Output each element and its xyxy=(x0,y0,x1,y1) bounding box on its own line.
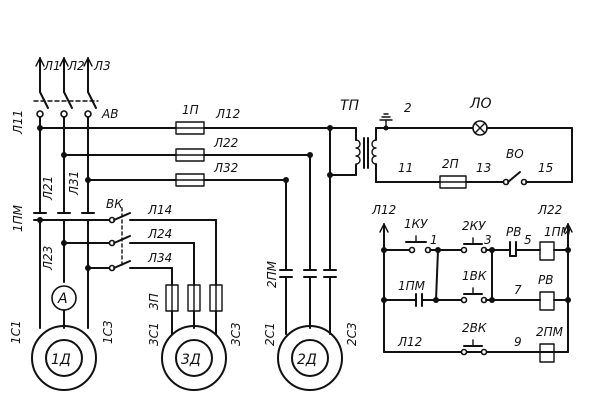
ctrl-contact-1pm: 1ПМ xyxy=(398,279,426,293)
coil-1pm xyxy=(539,241,555,261)
contactor-1pm: 1ПМ xyxy=(11,204,95,232)
label-2pm: 2ПМ xyxy=(265,260,279,288)
motor-1d: 1Д 1С1 1С3 xyxy=(9,320,115,391)
motor3-c1: 3С1 xyxy=(147,322,161,346)
label-2p: 2П xyxy=(442,157,459,171)
ctrl-node7: 7 xyxy=(514,283,522,297)
ammeter-label: A xyxy=(57,291,68,307)
fuses-3p: 3П xyxy=(147,284,223,335)
label-l2: Л2 xyxy=(67,59,85,73)
ctrl-rv-contact: РВ xyxy=(506,225,521,239)
label-node2: 2 xyxy=(404,101,412,115)
control-circuit: Л12 Л22 Л12 1КУ 1 2КУ 3 РВ 5 xyxy=(371,203,573,363)
lighting-circuit: ЛО 2П 13 ВО 15 xyxy=(439,96,573,189)
motor2-c1: 2С1 xyxy=(263,322,277,346)
label-vo: ВО xyxy=(506,147,524,161)
coil-2pm xyxy=(539,343,555,363)
label-node13: 13 xyxy=(476,161,491,175)
contactor-2pm: 2ПМ xyxy=(265,260,337,335)
label-av: АВ xyxy=(101,107,118,121)
motor3-label: 3Д xyxy=(181,352,201,368)
ctrl-coil-1pm-label: 1ПМ xyxy=(544,225,572,239)
circuit-breaker-av: АВ xyxy=(33,91,118,121)
label-l32: Л32 xyxy=(213,161,238,175)
label-node15: 15 xyxy=(538,161,553,175)
label-1p: 1П xyxy=(182,103,199,117)
ctrl-label-l12-bottom: Л12 xyxy=(397,335,422,349)
ctrl-node3: 3 xyxy=(484,233,492,247)
label-l34: Л34 xyxy=(147,251,172,265)
motor1-feed: Л23 A xyxy=(37,217,113,329)
switch-vk: ВК Л14 Л24 Л34 xyxy=(106,197,217,286)
ctrl-label-l12: Л12 xyxy=(371,203,396,217)
label-l24: Л24 xyxy=(147,227,172,241)
label-l3: Л3 xyxy=(93,59,111,73)
label-l23: Л23 xyxy=(41,246,55,271)
transformer-tp: ТП 2 11 xyxy=(340,98,475,183)
ctrl-btn-2ku: 2КУ xyxy=(462,219,486,233)
ctrl-node1: 1 xyxy=(430,233,438,247)
coil-rv xyxy=(539,291,555,311)
ctrl-coil-rv-label: РВ xyxy=(538,273,553,287)
label-lo: ЛО xyxy=(469,96,492,112)
label-tp: ТП xyxy=(340,98,360,114)
motor1-c1: 1С1 xyxy=(9,320,23,344)
label-node11: 11 xyxy=(398,161,413,175)
motor1-label: 1Д xyxy=(51,352,71,368)
ctrl-label-l22: Л22 xyxy=(537,203,562,217)
label-l31: Л31 xyxy=(67,171,81,196)
label-l21: Л21 xyxy=(41,176,55,201)
label-l12: Л12 xyxy=(215,107,240,121)
motor2-label: 2Д xyxy=(297,352,317,368)
label-l11: Л11 xyxy=(11,110,25,135)
supply-inputs: Л1 Л2 Л3 xyxy=(35,57,111,93)
motor3-c3: 3С3 xyxy=(229,322,243,346)
motor-2d: 2Д 2С1 2С3 xyxy=(263,322,359,391)
motor2-c3: 2С3 xyxy=(345,322,359,346)
ctrl-coil-2pm-label: 2ПМ xyxy=(536,325,564,339)
motor1-c3: 1С3 xyxy=(101,320,115,344)
label-l1: Л1 xyxy=(43,59,61,73)
ctrl-btn-1vk: 1ВК xyxy=(462,269,487,283)
ctrl-btn-1ku: 1КУ xyxy=(404,217,428,231)
ctrl-node5: 5 xyxy=(524,233,532,247)
label-l14: Л14 xyxy=(147,203,172,217)
main-bus: Л11 Л21 Л31 xyxy=(11,110,177,214)
motor-3d: 3Д 3С1 3С3 xyxy=(147,322,243,391)
ctrl-btn-2vk: 2ВК xyxy=(462,321,487,335)
label-l22: Л22 xyxy=(213,136,238,150)
label-1pm: 1ПМ xyxy=(11,204,25,232)
fuses-1p: 1П Л12 Л22 Л32 xyxy=(175,103,357,271)
label-3p: 3П xyxy=(147,293,161,310)
label-vk: ВК xyxy=(106,197,123,211)
ctrl-node9: 9 xyxy=(514,335,522,349)
